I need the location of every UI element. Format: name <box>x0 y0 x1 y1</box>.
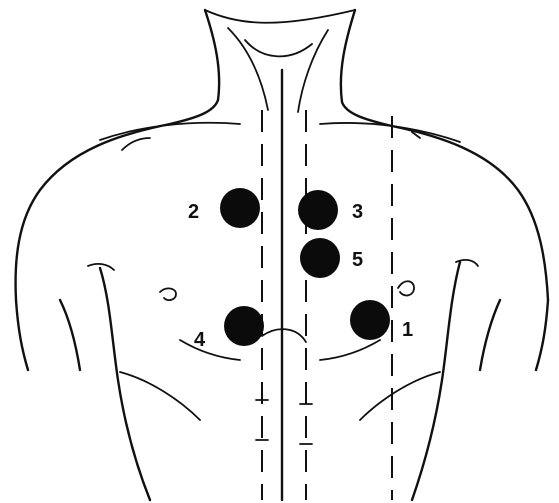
point-4-label: 4 <box>194 329 206 351</box>
mid-back-fold <box>262 329 306 342</box>
neck-right-contour <box>341 10 392 126</box>
neck-fold-right <box>298 30 328 112</box>
right-lower-back-fold <box>360 372 440 420</box>
points-layer: 1 2 3 4 5 <box>188 188 413 351</box>
left-arm-inner <box>60 300 80 370</box>
neck-fold-left <box>228 28 268 110</box>
right-mole-mark <box>398 281 414 295</box>
point-1-label: 1 <box>402 319 413 341</box>
reference-lines <box>262 70 392 500</box>
left-scapula-mark <box>122 138 150 150</box>
point-3-label: 3 <box>352 201 363 223</box>
point-4-dot <box>224 306 264 346</box>
neck-fold-inner <box>245 40 312 56</box>
point-2-dot <box>220 188 260 228</box>
point-3-dot <box>298 190 338 230</box>
left-lower-back-fold <box>120 372 200 420</box>
left-arm-outer <box>16 300 28 370</box>
left-mole-mark <box>160 288 176 300</box>
bottom-ticks <box>256 400 312 444</box>
right-arm-inner <box>480 300 500 370</box>
point-2-label: 2 <box>188 201 199 223</box>
left-rib-curve <box>180 340 240 360</box>
right-rib-curve <box>320 340 380 360</box>
point-5-label: 5 <box>352 249 363 271</box>
left-side-contour <box>100 268 150 500</box>
point-5-dot <box>300 238 340 278</box>
neck-left-contour <box>170 10 219 124</box>
right-side-contour <box>412 262 460 500</box>
point-1-dot <box>350 300 390 340</box>
right-arm-outer <box>536 300 548 370</box>
head-base-contour <box>205 10 355 23</box>
left-shoulder-contour <box>16 124 170 300</box>
right-shoulder-contour <box>392 126 548 300</box>
